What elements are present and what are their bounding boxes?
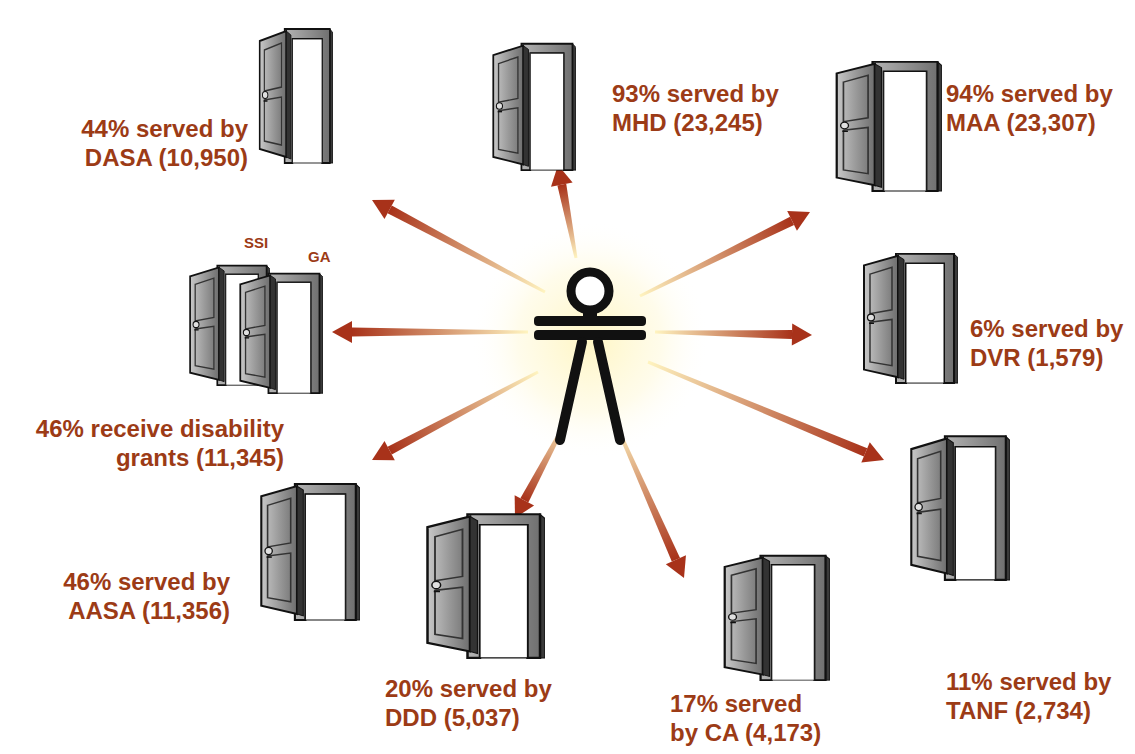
- door-icon: [261, 484, 360, 620]
- arrows: [332, 165, 884, 578]
- arrow-shaft: [388, 371, 539, 455]
- grant-type-label: SSI: [244, 234, 268, 252]
- arrow-shaft: [557, 184, 577, 259]
- service-label: 20% served by DDD (5,037): [385, 675, 563, 733]
- service-label: 6% served by DVR (1,579): [970, 315, 1130, 373]
- glow: [470, 220, 710, 460]
- service-label: 94% served by MAA (23,307): [946, 80, 1128, 138]
- service-label: 17% served by CA (4,173): [670, 690, 828, 748]
- door-icon: [911, 436, 1010, 580]
- arrow-shaft: [639, 217, 794, 298]
- grant-type-label: GA: [308, 248, 331, 266]
- arrow-head: [372, 441, 395, 460]
- arrow-head: [787, 211, 810, 231]
- door-icon: [240, 274, 323, 394]
- arrow-head: [792, 324, 812, 346]
- person-figure: [534, 272, 646, 440]
- door-icon: [864, 254, 958, 383]
- arrow-shaft: [388, 205, 546, 293]
- service-label: 44% served by DASA (10,950): [70, 115, 248, 173]
- arrow-head: [666, 555, 686, 578]
- arrow-head: [861, 442, 884, 462]
- door-icon: [493, 44, 576, 170]
- service-label: 11% served by TANF (2,734): [946, 668, 1128, 726]
- arrow-shaft: [647, 361, 867, 457]
- door-icon: [428, 514, 546, 658]
- arrow-shaft: [352, 328, 528, 337]
- door-icon: [260, 29, 333, 163]
- door-icon: [837, 62, 942, 191]
- service-label: 46% served by AASA (11,356): [52, 568, 230, 626]
- arrow-head: [372, 200, 395, 219]
- door-icon: [725, 556, 830, 680]
- service-label: 93% served by MHD (23,245): [612, 80, 792, 138]
- service-label: 46% receive disability grants (11,345): [12, 415, 284, 473]
- arrow-head: [332, 321, 352, 343]
- arrow-shaft: [655, 330, 792, 339]
